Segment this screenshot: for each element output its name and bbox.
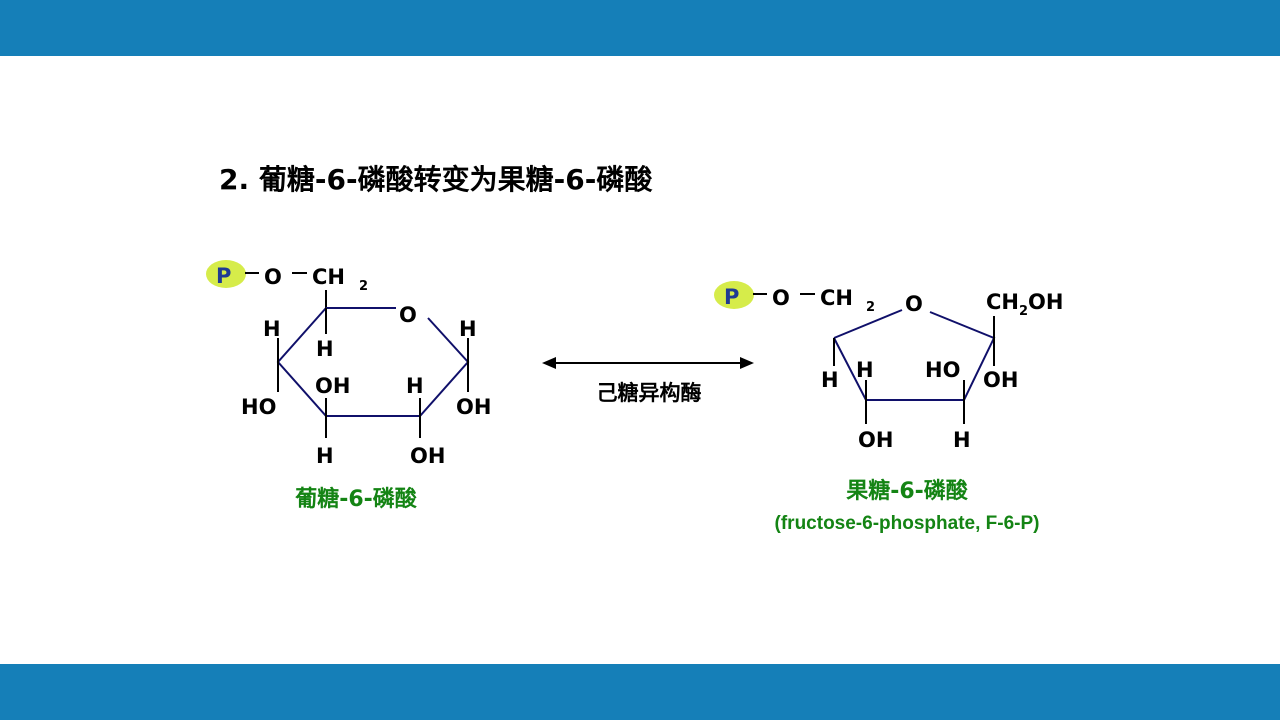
enzyme-label: 己糖异构酶 [597,381,702,405]
glucose-c5-h: H [316,337,334,361]
glucose-c2-h: H [406,374,424,398]
arrowhead-left [542,357,556,369]
ch2-subscript-2: 2 [866,300,875,315]
fructose-c2-oh: OH [983,368,1018,392]
ch2-label: CH [312,265,345,289]
ring-oxygen-label-2: O [905,292,923,316]
glucose-6-phosphate-structure: P O CH 2 O H H H HO OH H OH H OH 葡糖-6-磷酸 [206,260,491,512]
ester-oxygen-label-2: O [772,286,790,310]
slide-title: 2. 葡糖-6-磷酸转变为果糖-6-磷酸 [219,163,653,196]
glucose-6-phosphate-name: 葡糖-6-磷酸 [294,486,418,512]
top-band [0,0,1280,56]
ring-oxygen-label: O [399,303,417,327]
furanose-ring [833,311,996,401]
pyranose-ring [276,307,470,417]
fructose-c3-ho: HO [925,358,960,382]
fructose-c4-oh: OH [858,428,893,452]
fructose-c5-h: H [821,368,839,392]
glucose-c4-h: H [263,317,281,341]
ch2-subscript: 2 [359,279,368,294]
glucose-c3-h: H [316,444,334,468]
ring-bond-c5-o [833,309,903,339]
phosphate-badge-2 [714,281,754,309]
c1-ch2oh-label: CH2OH [986,290,1063,319]
glucose-c3-oh: OH [315,374,350,398]
glucose-c2-oh: OH [410,444,445,468]
fructose-6-phosphate-name: 果糖-6-磷酸 [846,478,969,504]
phosphate-label-2: P [724,285,739,309]
ester-oxygen-label: O [264,265,282,289]
bottom-band [0,664,1280,720]
phosphate-label: P [216,264,231,288]
fructose-c4-h: H [856,358,874,382]
arrowhead-right [740,357,754,369]
fructose-6-phosphate-english-name: (fructose-6-phosphate, F-6-P) [775,513,1040,534]
fructose-c3-h: H [953,428,971,452]
phosphate-badge [206,260,246,288]
ch2-label-2: CH [820,286,853,310]
glucose-c1-h: H [459,317,477,341]
fructose-6-phosphate-structure: P O CH 2 O CH2OH H H HO OH OH H 果糖-6-磷酸 … [714,281,1063,534]
glucose-c1-oh: OH [456,395,491,419]
reaction-arrow-group: 己糖异构酶 [542,357,754,405]
glucose-c4-oh: HO [241,395,276,419]
